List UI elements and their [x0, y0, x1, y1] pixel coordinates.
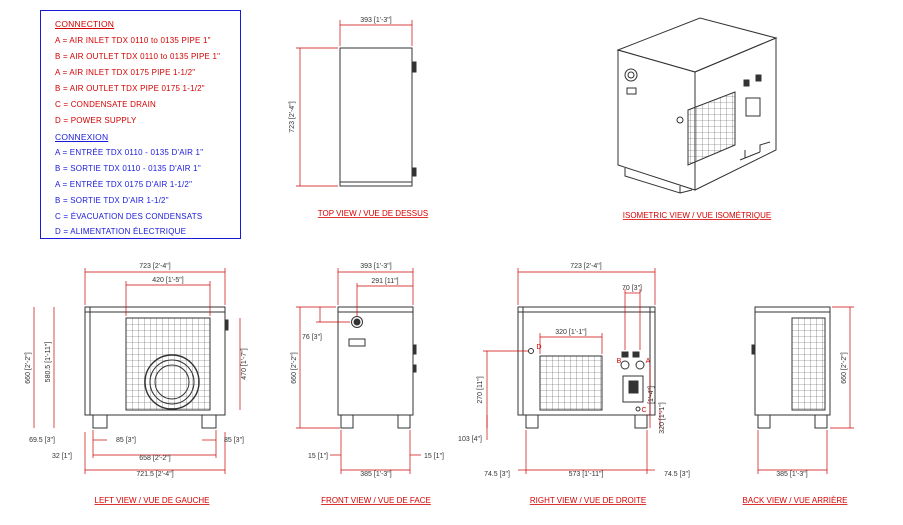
dim-label: 74.5 [3"] — [664, 471, 690, 478]
dim-label: 320 [1'-1"] — [659, 402, 666, 434]
dim-label: 74.5 [3"] — [484, 471, 510, 478]
dim-label: 15 [1"] — [424, 453, 444, 460]
dim-label: 393 [1'-3"] — [360, 17, 392, 24]
port-label-d: D — [536, 344, 541, 351]
dim-label: 723 [2'-4"] — [570, 263, 602, 270]
view-title-right: RIGHT VIEW / VUE DE DROITE — [530, 496, 646, 505]
legend-item: D = ALIMENTATION ÉLECTRIQUE — [55, 227, 187, 236]
dim-label: 85 [3"] — [224, 437, 244, 444]
dim-label: 723 [2'-4"] — [139, 263, 171, 270]
top-view — [339, 47, 417, 187]
legend-item: B = AIR OUTLET TDX PIPE 0175 1-1/2" — [55, 84, 205, 93]
dim-label: 721.5 [2'-4"] — [136, 471, 173, 478]
view-title-back: BACK VIEW / VUE ARRIÈRE — [743, 496, 848, 505]
front-view-dims — [296, 268, 421, 474]
dim-label: 385 [1'-3"] — [360, 471, 392, 478]
dim-label: 580.5 [1'-11"] — [45, 342, 52, 383]
dim-label: 32 [1"] — [52, 453, 72, 460]
dim-label: 660 [2'-2"] — [291, 352, 298, 384]
dim-label: 15 [1"] — [308, 453, 328, 460]
dim-label: 103 [4"] — [458, 436, 482, 443]
legend-title-fr: CONNEXION — [55, 132, 109, 142]
legend-item: B = AIR OUTLET TDX 0110 to 0135 PIPE 1" — [55, 52, 221, 61]
legend-item: A = ENTRÉE TDX 0110 - 0135 D'AIR 1" — [55, 148, 204, 157]
dim-label: 393 [1'-3"] — [360, 263, 392, 270]
dim-label: 270 [11"] — [477, 376, 484, 403]
dim-label: [1'-4"] — [648, 386, 655, 404]
back-view — [751, 306, 831, 429]
legend-item: A = AIR INLET TDX 0175 PIPE 1-1/2" — [55, 68, 196, 77]
view-title-top: TOP VIEW / VUE DE DESSUS — [318, 209, 428, 218]
legend-item: B = SORTIE TDX D'AIR 1-1/2" — [55, 196, 169, 205]
dim-label: 660 [2'-2"] — [25, 352, 32, 384]
legend-item: A = AIR INLET TDX 0110 to 0135 PIPE 1" — [55, 36, 211, 45]
legend-item: C = ÉVACUATION DES CONDENSATS — [55, 212, 203, 221]
isometric-view — [616, 17, 778, 194]
dim-label: 70 [3"] — [622, 285, 642, 292]
front-view — [337, 306, 417, 429]
port-label-a: A — [646, 358, 651, 365]
dim-label: 660 [2'-2"] — [841, 352, 848, 384]
port-label-c: C — [641, 407, 646, 414]
legend-title-en: CONNECTION — [55, 19, 115, 29]
back-view-dims — [757, 306, 854, 474]
left-view-dims — [33, 268, 241, 474]
dim-label: 385 [1'-3"] — [776, 471, 808, 478]
dim-label: 320 [1'-1"] — [555, 329, 587, 336]
dim-label: 420 [1'-5"] — [152, 277, 184, 284]
port-label-b: B — [617, 358, 622, 365]
dim-label: 658 [2'-2"] — [139, 455, 171, 462]
dim-label: 85 [3"] — [116, 437, 136, 444]
legend-item: C = CONDENSATE DRAIN — [55, 100, 156, 109]
right-view-dims — [483, 268, 661, 474]
dim-label: 470 [1'-7"] — [241, 348, 248, 380]
view-title-front: FRONT VIEW / VUE DE FACE — [321, 496, 431, 505]
connection-legend: CONNECTION A = AIR INLET TDX 0110 to 013… — [40, 10, 241, 239]
view-title-iso: ISOMETRIC VIEW / VUE ISOMÉTRIQUE — [623, 211, 771, 220]
dim-label: 573 [1'-11"] — [569, 471, 604, 478]
view-title-left: LEFT VIEW / VUE DE GAUCHE — [95, 496, 210, 505]
legend-item: B = SORTIE TDX 0110 - 0135 D'AIR 1" — [55, 164, 201, 173]
dim-label: 723 [2'-4"] — [289, 101, 296, 133]
dim-label: 76 [3"] — [302, 334, 322, 341]
legend-item: D = POWER SUPPLY — [55, 116, 137, 125]
right-view — [517, 306, 656, 429]
legend-item: A = ENTRÉE TDX 0175 D'AIR 1-1/2" — [55, 180, 193, 189]
left-view — [84, 306, 229, 429]
dim-label: 69.5 [3"] — [29, 437, 55, 444]
dim-label: 291 [11"] — [371, 278, 398, 285]
top-view-dims — [296, 20, 413, 187]
